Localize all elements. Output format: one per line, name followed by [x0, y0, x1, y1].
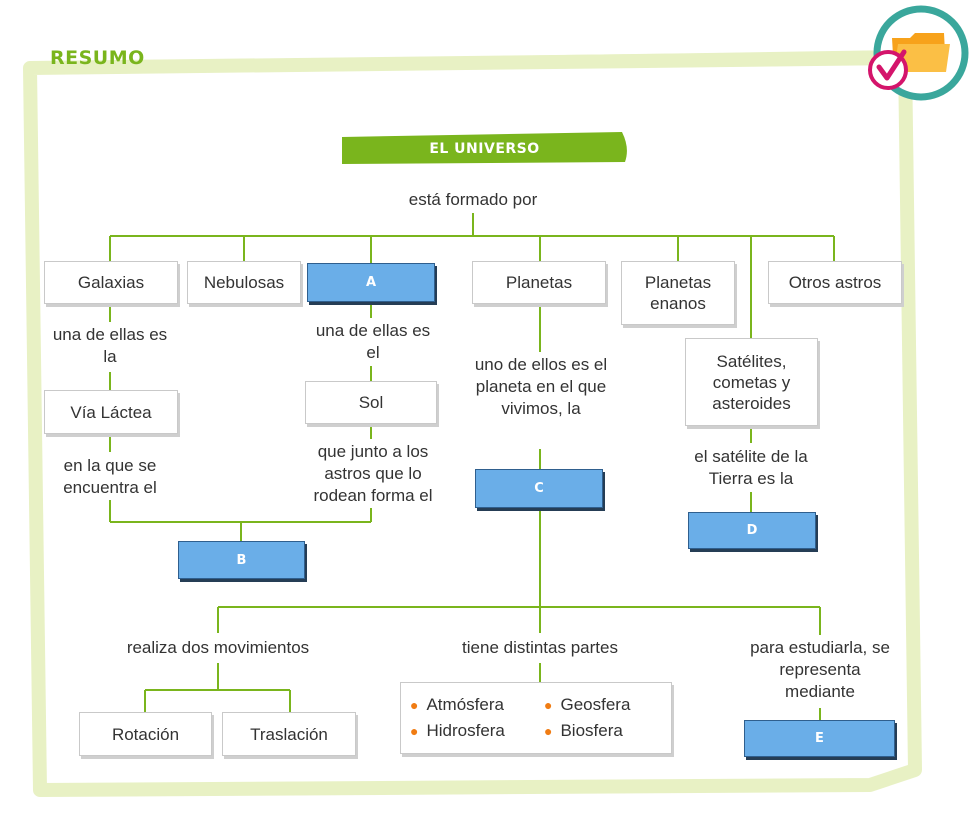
- bullet-icon: ●: [544, 723, 553, 739]
- list-item: ●Geosfera: [544, 695, 631, 714]
- blank-c: C: [475, 469, 603, 508]
- partes-box: [400, 682, 672, 754]
- list-item: ●Atmósfera: [410, 695, 504, 714]
- folder-checkmark-icon: [868, 5, 969, 101]
- list-item: ●Biosfera: [544, 721, 623, 740]
- blank-d: D: [688, 512, 816, 549]
- node-nebulosas: Nebulosas: [187, 261, 301, 304]
- a-connector-2: que junto a los astros que lo rodean for…: [313, 442, 433, 505]
- movimientos-connector: realiza dos movimientos: [126, 638, 310, 657]
- node-galaxias: Galaxias: [44, 261, 178, 304]
- a-connector: una de ellas es el: [315, 321, 431, 362]
- root-node: EL UNIVERSO: [429, 141, 540, 157]
- bullet-icon: ●: [410, 723, 419, 739]
- bullet-icon: ●: [410, 697, 419, 713]
- list-item: ●Hidrosfera: [410, 721, 505, 740]
- section-title: RESUMO: [50, 47, 145, 69]
- blank-b: B: [178, 541, 305, 579]
- galaxias-connector-2: en la que se encuentra el: [63, 456, 157, 497]
- node-traslacion: Traslación: [222, 712, 356, 756]
- node-rotacion: Rotación: [79, 712, 212, 756]
- otros-connector: el satélite de la Tierra es la: [694, 447, 808, 488]
- node-otros-astros: Otros astros: [768, 261, 902, 304]
- partes-list: ●Atmósfera ●Geosfera ●Hidrosfera ●Biosfe…: [410, 694, 664, 742]
- partes-connector: tiene distintas partes: [462, 638, 618, 657]
- bullet-icon: ●: [544, 697, 553, 713]
- node-satelites: Satélites, cometas y asteroides: [685, 338, 818, 426]
- connector-lines: [109, 213, 835, 720]
- root-banner: [342, 132, 627, 164]
- node-via-lactea: Vía Láctea: [44, 390, 178, 434]
- node-planetas-enanos: Planetas enanos: [621, 261, 735, 325]
- root-connector: está formado por: [408, 190, 538, 209]
- node-sol: Sol: [305, 381, 437, 424]
- blank-e: E: [744, 720, 895, 757]
- representa-connector: para estudiarla, se representa mediante: [750, 638, 890, 701]
- title-stroke: [38, 50, 900, 74]
- node-planetas: Planetas: [472, 261, 606, 304]
- galaxias-connector: una de ellas es la: [52, 325, 168, 366]
- blank-a: A: [307, 263, 435, 302]
- planetas-connector: uno de ellos es el planeta en el que viv…: [474, 355, 608, 418]
